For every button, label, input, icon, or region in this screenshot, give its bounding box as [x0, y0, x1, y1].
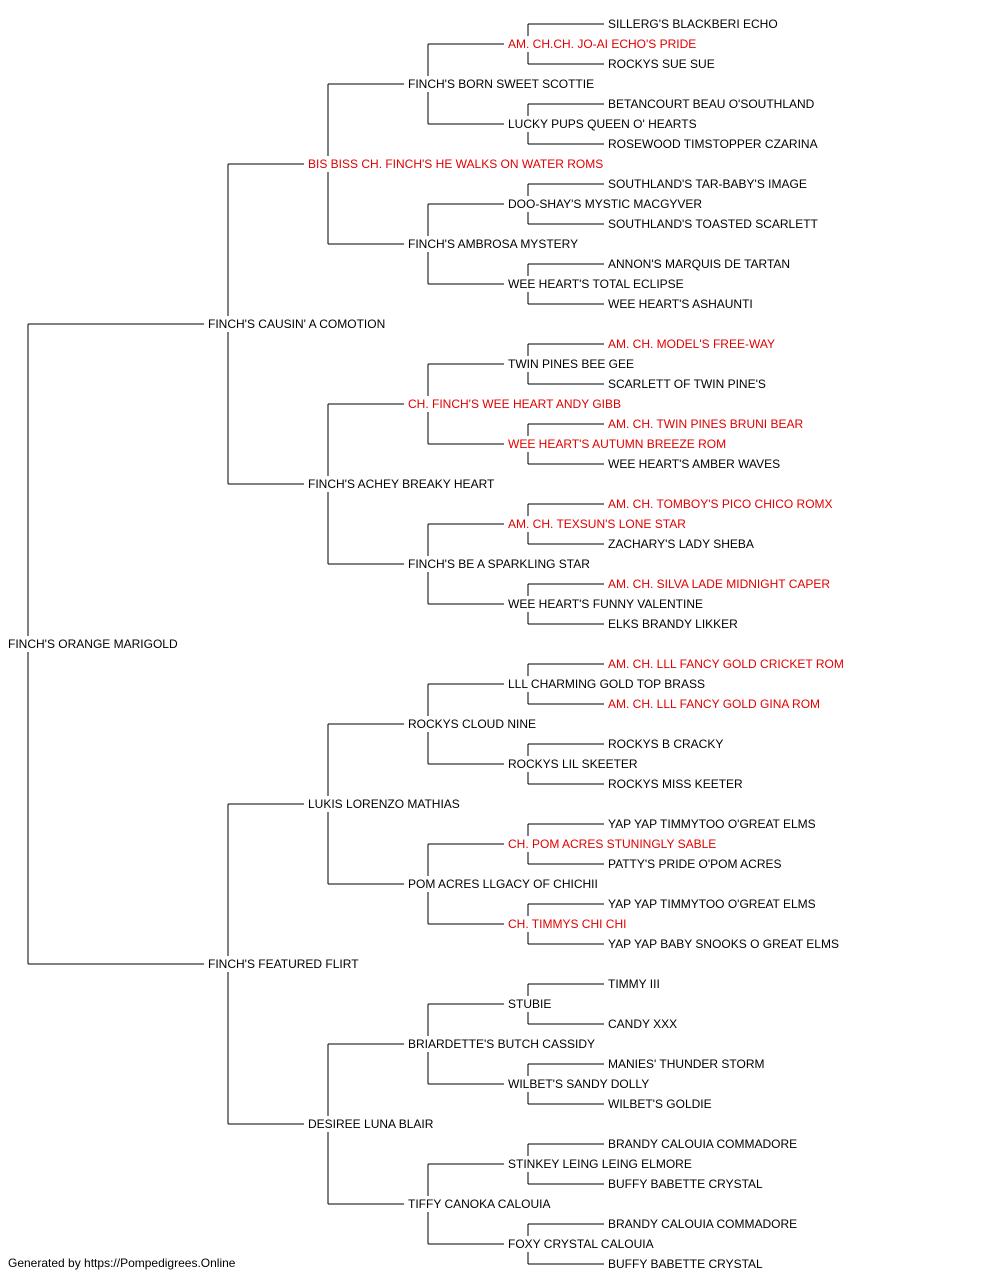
ancestor-name-gen5: AM. CH. TOMBOY'S PICO CHICO ROMX [608, 497, 833, 511]
ancestor-name-gen5: YAP YAP BABY SNOOKS O GREAT ELMS [608, 937, 839, 951]
ancestor-name-gen5: BUFFY BABETTE CRYSTAL [608, 1257, 763, 1271]
ancestor-name-gen3: BRIARDETTE'S BUTCH CASSIDY [408, 1037, 595, 1051]
ancestor-name-gen4: CH. POM ACRES STUNINGLY SABLE [508, 837, 716, 851]
ancestor-name-gen4: AM. CH. TEXSUN'S LONE STAR [508, 517, 686, 531]
ancestor-name-gen5: SCARLETT OF TWIN PINE'S [608, 377, 766, 391]
ancestor-name-gen2: BIS BISS CH. FINCH'S HE WALKS ON WATER R… [308, 157, 603, 171]
ancestor-name-gen5: AM. CH. MODEL'S FREE-WAY [608, 337, 775, 351]
ancestor-name-gen5: AM. CH. LLL FANCY GOLD GINA ROM [608, 697, 820, 711]
ancestor-name-gen5: ROCKYS MISS KEETER [608, 777, 743, 791]
ancestor-name-gen4: STINKEY LEING LEING ELMORE [508, 1157, 692, 1171]
ancestor-name-gen5: BUFFY BABETTE CRYSTAL [608, 1177, 763, 1191]
ancestor-name-gen5: AM. CH. TWIN PINES BRUNI BEAR [608, 417, 803, 431]
ancestor-name-gen2: DESIREE LUNA BLAIR [308, 1117, 434, 1131]
ancestor-name-gen3: CH. FINCH'S WEE HEART ANDY GIBB [408, 397, 621, 411]
subject-name: FINCH'S ORANGE MARIGOLD [8, 637, 178, 651]
ancestor-name-gen4: ROCKYS LIL SKEETER [508, 757, 638, 771]
ancestor-name-gen3: FINCH'S BE A SPARKLING STAR [408, 557, 590, 571]
ancestor-name-gen2: LUKIS LORENZO MATHIAS [308, 797, 460, 811]
ancestor-name-gen5: YAP YAP TIMMYTOO O'GREAT ELMS [608, 817, 816, 831]
ancestor-name-gen5: BRANDY CALOUIA COMMADORE [608, 1137, 797, 1151]
ancestor-name-gen5: WEE HEART'S ASHAUNTI [608, 297, 753, 311]
ancestor-name-gen4: WEE HEART'S FUNNY VALENTINE [508, 597, 703, 611]
ancestor-name-gen5: PATTY'S PRIDE O'POM ACRES [608, 857, 782, 871]
ancestor-name-gen5: ELKS BRANDY LIKKER [608, 617, 738, 631]
ancestor-name-gen5: ROCKYS SUE SUE [608, 57, 715, 71]
ancestor-name-gen3: POM ACRES LLGACY OF CHICHII [408, 877, 598, 891]
ancestor-name-gen4: LUCKY PUPS QUEEN O' HEARTS [508, 117, 697, 131]
ancestor-name-gen5: CANDY XXX [608, 1017, 677, 1031]
ancestor-name-gen5: MANIES' THUNDER STORM [608, 1057, 765, 1071]
ancestor-name-gen3: FINCH'S AMBROSA MYSTERY [408, 237, 578, 251]
ancestor-name-gen4: WILBET'S SANDY DOLLY [508, 1077, 649, 1091]
ancestor-name-gen5: ANNON'S MARQUIS DE TARTAN [608, 257, 790, 271]
ancestor-name-gen3: ROCKYS CLOUD NINE [408, 717, 536, 731]
ancestor-name-gen5: ZACHARY'S LADY SHEBA [608, 537, 754, 551]
ancestor-name-gen4: AM. CH.CH. JO-AI ECHO'S PRIDE [508, 37, 696, 51]
ancestor-name-gen4: WEE HEART'S TOTAL ECLIPSE [508, 277, 684, 291]
ancestor-name-gen4: DOO-SHAY'S MYSTIC MACGYVER [508, 197, 702, 211]
ancestor-name-gen5: BETANCOURT BEAU O'SOUTHLAND [608, 97, 815, 111]
ancestor-name-gen5: TIMMY III [608, 977, 660, 991]
ancestor-name-gen5: SILLERG'S BLACKBERI ECHO [608, 17, 778, 31]
ancestor-name-gen5: YAP YAP TIMMYTOO O'GREAT ELMS [608, 897, 816, 911]
ancestor-name-gen3: FINCH'S BORN SWEET SCOTTIE [408, 77, 594, 91]
ancestor-name-gen5: AM. CH. SILVA LADE MIDNIGHT CAPER [608, 577, 830, 591]
ancestor-name-gen3: TIFFY CANOKA CALOUIA [408, 1197, 550, 1211]
ancestor-name-gen2: FINCH'S ACHEY BREAKY HEART [308, 477, 495, 491]
ancestor-name-gen5: AM. CH. LLL FANCY GOLD CRICKET ROM [608, 657, 844, 671]
ancestor-name-gen5: WILBET'S GOLDIE [608, 1097, 712, 1111]
ancestor-name-gen4: CH. TIMMYS CHI CHI [508, 917, 626, 931]
ancestor-name-gen1: FINCH'S FEATURED FLIRT [208, 957, 359, 971]
ancestor-name-gen1: FINCH'S CAUSIN' A COMOTION [208, 317, 385, 331]
ancestor-name-gen5: WEE HEART'S AMBER WAVES [608, 457, 780, 471]
ancestor-name-gen5: ROCKYS B CRACKY [608, 737, 723, 751]
ancestor-name-gen4: FOXY CRYSTAL CALOUIA [508, 1237, 654, 1251]
ancestor-name-gen5: SOUTHLAND'S TAR-BABY'S IMAGE [608, 177, 807, 191]
ancestor-name-gen5: BRANDY CALOUIA COMMADORE [608, 1217, 797, 1231]
ancestor-name-gen5: ROSEWOOD TIMSTOPPER CZARINA [608, 137, 818, 151]
ancestor-name-gen4: WEE HEART'S AUTUMN BREEZE ROM [508, 437, 726, 451]
ancestor-name-gen4: LLL CHARMING GOLD TOP BRASS [508, 677, 705, 691]
footer-credit: Generated by https://Pompedigrees.Online [8, 1256, 236, 1270]
ancestor-name-gen4: TWIN PINES BEE GEE [508, 357, 634, 371]
ancestor-name-gen4: STUBIE [508, 997, 551, 1011]
ancestor-name-gen5: SOUTHLAND'S TOASTED SCARLETT [608, 217, 819, 231]
